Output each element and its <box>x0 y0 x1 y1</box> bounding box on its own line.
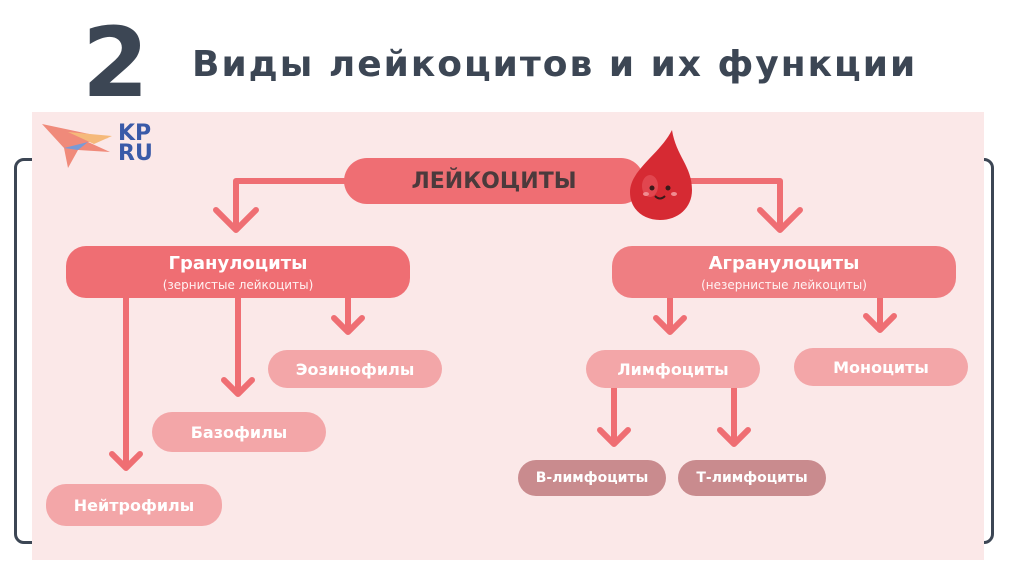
node-agranulocytes-label: Агранулоциты <box>708 252 860 274</box>
slide-title: Виды лейкоцитов и их функции <box>192 44 918 85</box>
logo-text-line2: RU <box>118 141 153 166</box>
arrowhead-agran-lymph <box>653 315 687 335</box>
connector-root-left <box>233 178 347 231</box>
node-eosinophils: Эозинофилы <box>268 350 442 388</box>
slide-number: 2 <box>82 7 149 119</box>
node-agranulocytes: Агранулоциты (незернистые лейкоциты) <box>612 246 956 298</box>
arrowhead-root-left <box>213 207 259 233</box>
arrowhead-agran-mono <box>863 313 897 333</box>
swallow-bird-icon <box>42 124 112 168</box>
node-basophils: Базофилы <box>152 412 326 452</box>
arrowhead-gran-neut <box>109 451 143 471</box>
node-neutrophils: Нейтрофилы <box>46 484 222 526</box>
node-t-lymphocytes: Т-лимфоциты <box>678 460 826 496</box>
arrowhead-root-right <box>757 207 803 233</box>
node-granulocytes-label: Гранулоциты <box>168 252 308 274</box>
arrowhead-gran-baso <box>221 377 255 397</box>
arrowhead-lymph-t <box>717 427 751 447</box>
node-lymphocytes: Лимфоциты <box>586 350 760 388</box>
node-granulocytes-sublabel: (зернистые лейкоциты) <box>162 277 314 292</box>
blood-drop-icon <box>630 130 692 220</box>
node-granulocytes: Гранулоциты (зернистые лейкоциты) <box>66 246 410 298</box>
arrowhead-gran-eos <box>331 315 365 335</box>
node-leukocytes-label: ЛЕЙКОЦИТЫ <box>411 168 577 194</box>
node-monocytes: Моноциты <box>794 348 968 386</box>
node-b-lymphocytes: В-лимфоциты <box>518 460 666 496</box>
logo-text-line1: KP <box>118 121 152 146</box>
logo-text: KP RU <box>118 121 153 166</box>
arrowhead-lymph-b <box>597 427 631 447</box>
node-agranulocytes-sublabel: (незернистые лейкоциты) <box>701 277 867 292</box>
node-leukocytes: ЛЕЙКОЦИТЫ <box>344 158 644 204</box>
